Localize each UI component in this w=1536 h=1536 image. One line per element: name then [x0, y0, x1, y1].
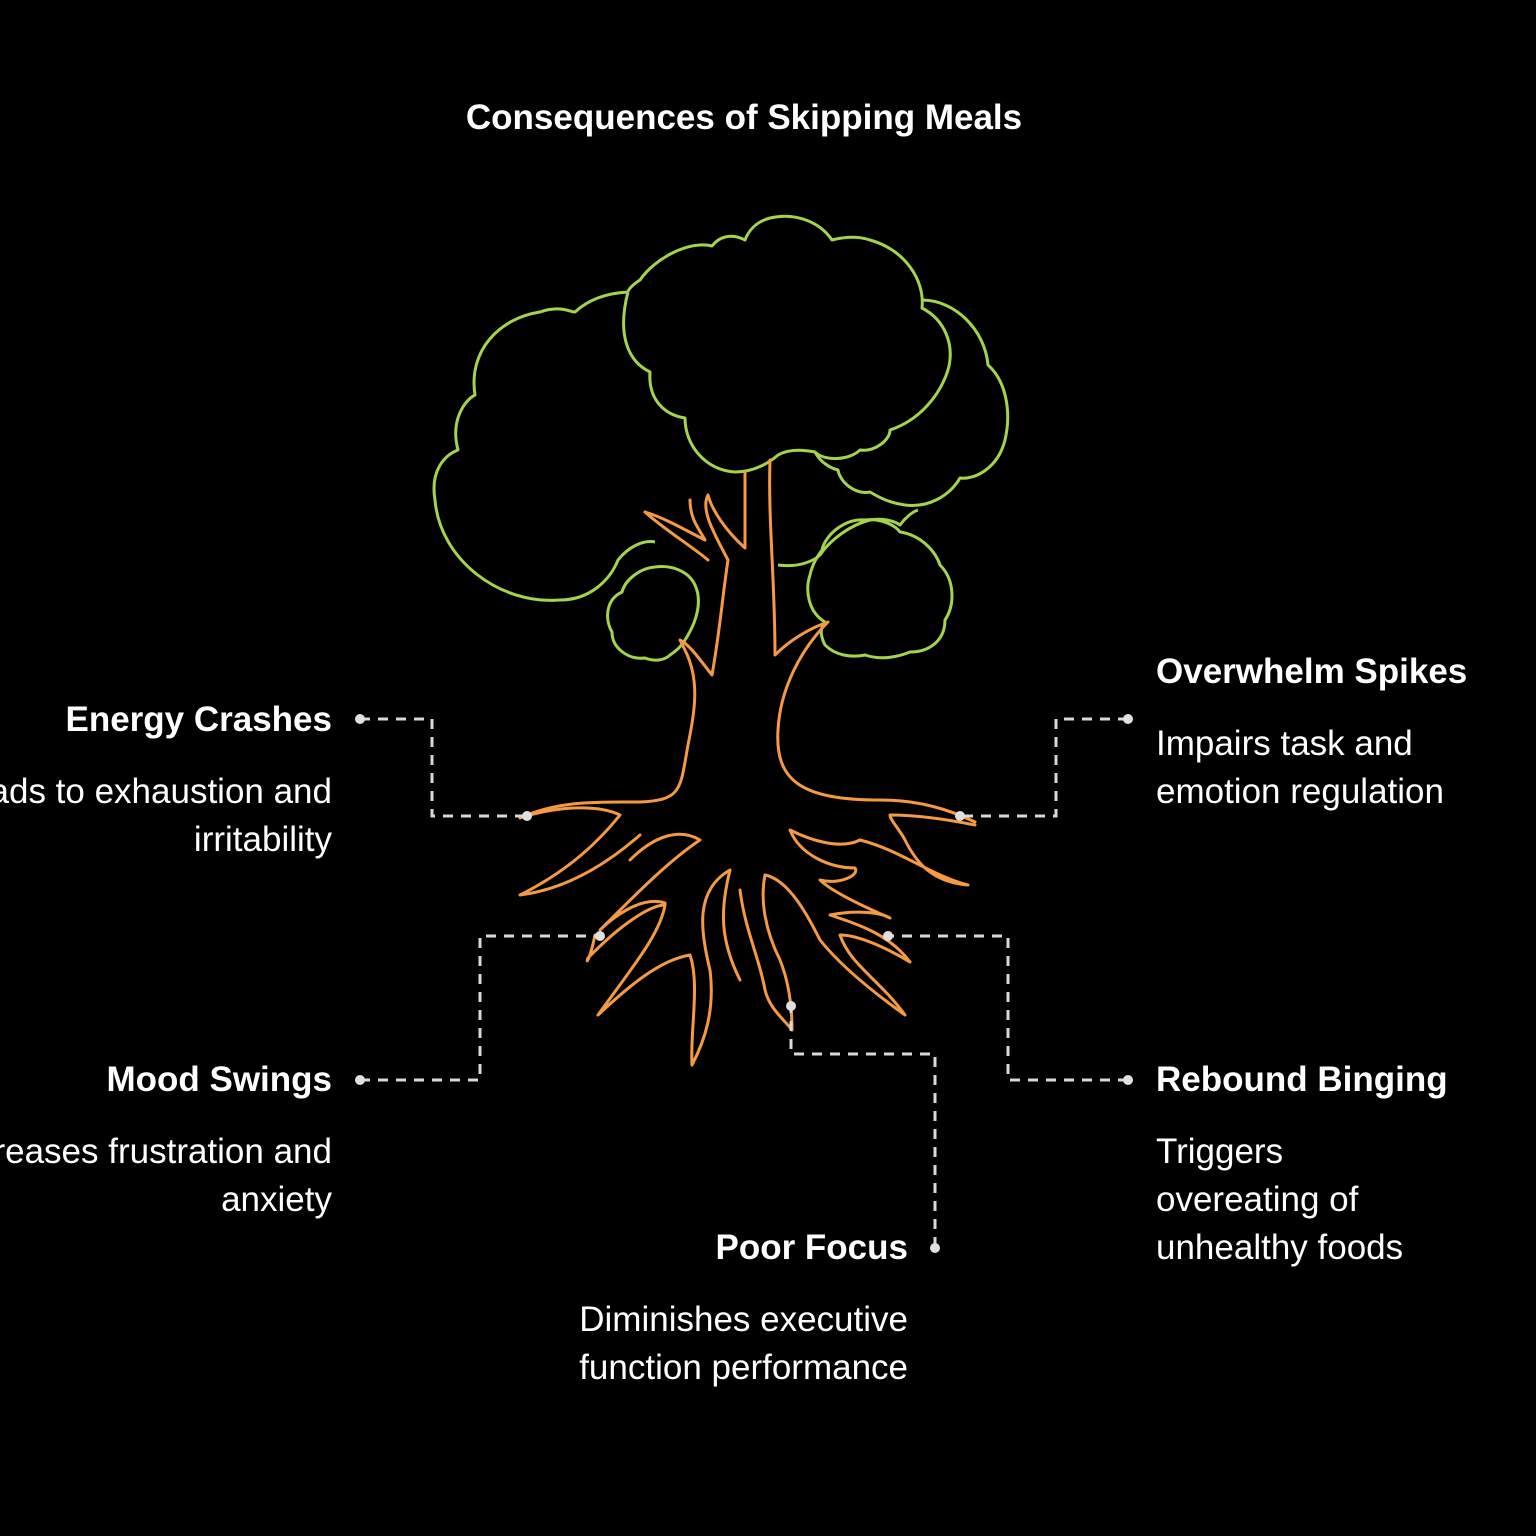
trunk-inner-branch: [643, 498, 707, 542]
mood-swings-heading: Mood Swings: [106, 1060, 332, 1099]
poor-focus-desc: Diminishes executive function performanc…: [579, 1300, 908, 1387]
connector-focus: [789, 1008, 937, 1247]
dot-mood-label: [355, 1075, 365, 1085]
connector-binge: [888, 934, 1128, 1082]
mood-swings-desc: Increases frustration and anxiety: [0, 1132, 332, 1219]
tree-canopy: [432, 214, 1010, 662]
overwhelm-spikes-label: Overwhelm Spikes Impairs task and emotio…: [1156, 648, 1476, 816]
rebound-binging-label: Rebound Binging Triggers overeating of u…: [1156, 1056, 1516, 1272]
energy-crashes-heading: Energy Crashes: [65, 700, 332, 739]
trunk-right-outline: [768, 458, 977, 824]
connector-energy: [360, 717, 525, 818]
mood-swings-label: Mood Swings Increases frustration and an…: [0, 1056, 332, 1224]
connector-mood: [360, 934, 598, 1082]
canopy-left-lower: [559, 540, 656, 602]
root-left-2: [598, 832, 702, 932]
root-far-right: [858, 813, 977, 887]
canopy-small-right: [806, 518, 954, 660]
connector-overwhelm: [960, 717, 1128, 818]
energy-crashes-label: Energy Crashes Leads to exhaustion and i…: [0, 696, 332, 864]
diagram-title: Consequences of Skipping Meals: [465, 98, 1023, 137]
tree-trunk-roots: [518, 458, 977, 1067]
rebound-binging-desc: Triggers overeating of unhealthy foods: [1156, 1132, 1404, 1267]
overwhelm-spikes-heading: Overwhelm Spikes: [1156, 652, 1468, 691]
connectors: [360, 717, 1128, 1247]
canopy-left-cloud: [432, 290, 629, 602]
dot-binge-label: [1123, 1075, 1133, 1085]
root-center: [738, 873, 794, 1032]
dot-overwhelm-root: [955, 811, 965, 821]
canopy-mid-right: [777, 508, 919, 568]
poor-focus-heading: Poor Focus: [715, 1228, 908, 1267]
dot-overwhelm-label: [1123, 714, 1133, 724]
root-left-3: [585, 903, 692, 1017]
root-center-left: [688, 868, 742, 1067]
energy-crashes-desc: Leads to exhaustion and irritability: [0, 772, 332, 859]
rebound-binging-heading: Rebound Binging: [1156, 1060, 1448, 1099]
dot-mood-root: [595, 931, 605, 941]
connector-dots: [355, 714, 1133, 1253]
root-far-left: [518, 806, 642, 897]
canopy-small-left: [606, 565, 700, 662]
trunk-left-outline: [518, 470, 747, 820]
dot-binge-root: [883, 931, 893, 941]
canopy-main-cloud: [622, 214, 952, 474]
dot-focus-label: [930, 1243, 940, 1253]
dot-energy-root: [522, 811, 532, 821]
overwhelm-spikes-desc: Impairs task and emotion regulation: [1156, 724, 1444, 811]
dot-focus-root: [786, 1001, 796, 1011]
poor-focus-label: Poor Focus Diminishes executive function…: [488, 1224, 908, 1392]
dot-energy-label: [355, 714, 365, 724]
root-right-2: [788, 828, 892, 920]
root-center-right: [763, 873, 912, 1017]
trunk-branch-left: [643, 510, 710, 562]
canopy-right-cloud: [813, 298, 1010, 507]
